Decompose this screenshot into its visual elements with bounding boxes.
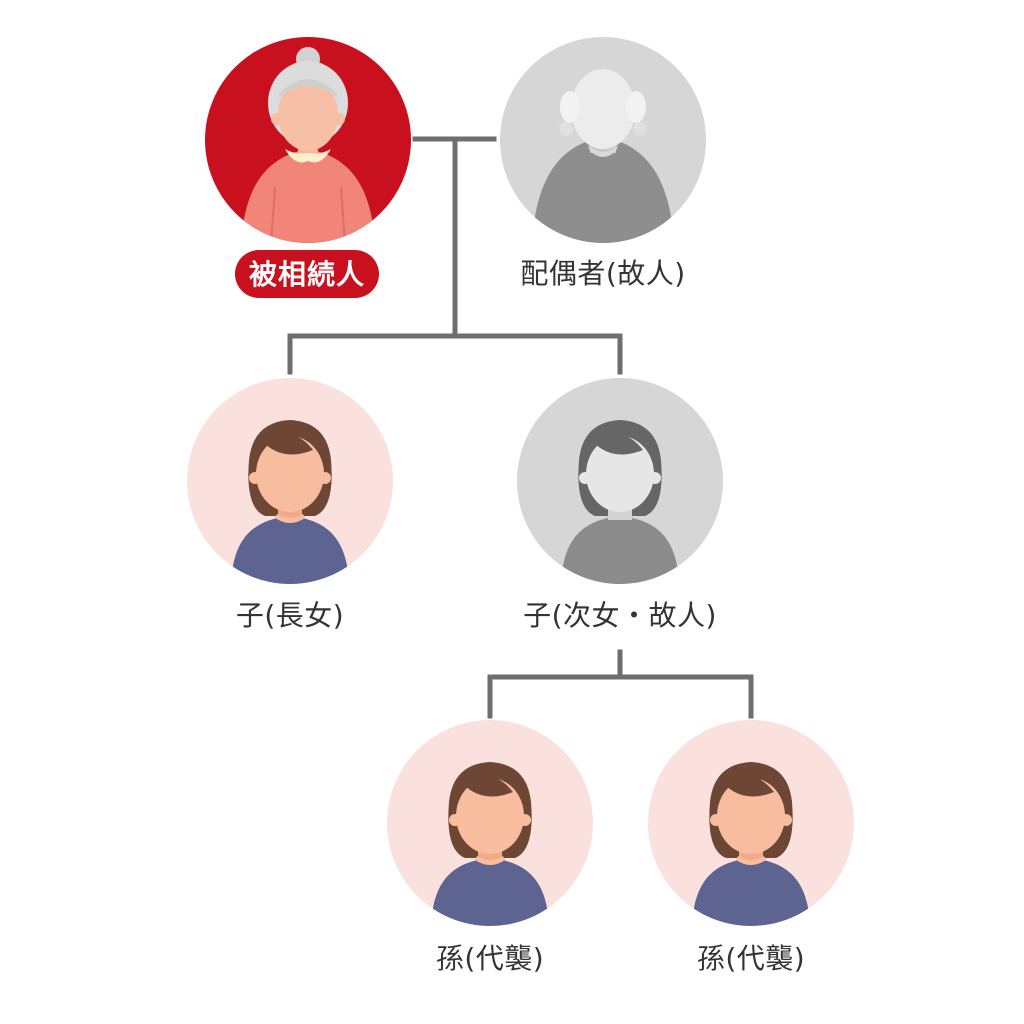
grandchild1-avatar: [387, 720, 593, 926]
grandchild1-label: 孫(代襲): [435, 942, 545, 975]
spouse-avatar: [500, 37, 706, 243]
spouse-label: 配偶者(故人): [520, 257, 686, 290]
grandchild2-avatar: [648, 720, 854, 926]
child2-label: 子(次女・故人): [523, 599, 717, 632]
child1-avatar: [187, 378, 393, 584]
deceased-badge: 被相続人: [234, 250, 380, 298]
child2-avatar: [517, 378, 723, 584]
grandchild2-label: 孫(代襲): [696, 942, 806, 975]
child1-label: 子(長女): [235, 599, 345, 632]
deceased-avatar: [205, 37, 411, 243]
